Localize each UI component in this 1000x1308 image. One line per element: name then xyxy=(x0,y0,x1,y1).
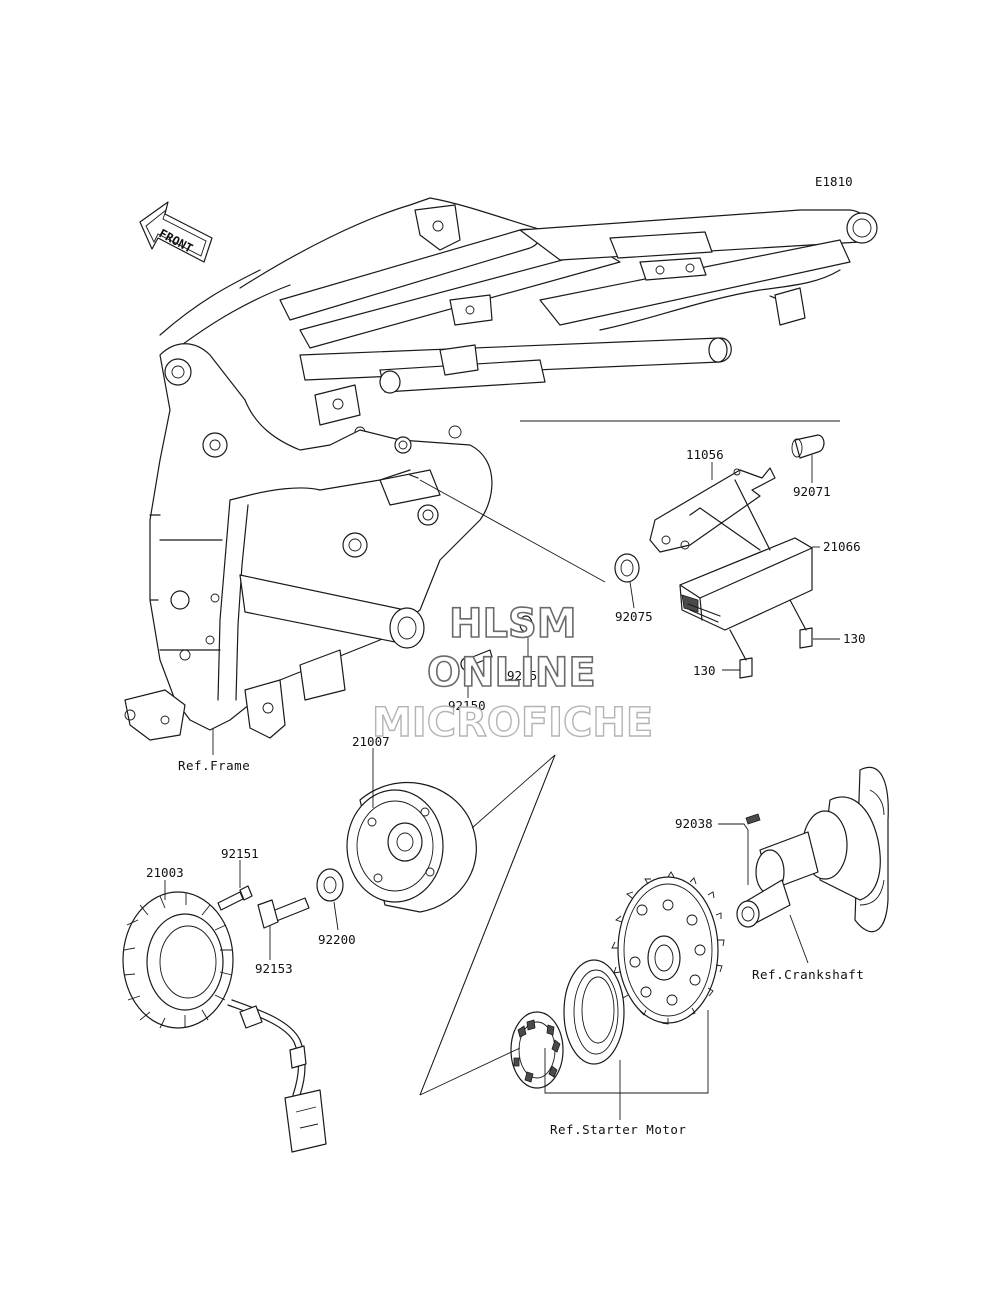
label-130-left: 130 xyxy=(693,663,716,678)
label-92152: 92152 xyxy=(507,668,545,683)
front-arrow-icon: FRONT xyxy=(139,201,213,263)
watermark-line2: ONLINE xyxy=(427,650,596,696)
ref-frame-label: Ref.Frame xyxy=(178,758,250,773)
label-92071: 92071 xyxy=(793,484,831,499)
leader-lines xyxy=(164,455,840,1120)
label-130-right: 130 xyxy=(843,631,866,646)
label-92153: 92153 xyxy=(255,961,293,976)
label-92075: 92075 xyxy=(615,609,653,624)
watermark-line3: MICROFICHE xyxy=(372,700,653,746)
crankshaft xyxy=(736,766,889,933)
bolt-92150 xyxy=(460,649,493,671)
label-11056: 11056 xyxy=(686,447,724,462)
stator xyxy=(122,891,327,1153)
collar-92152 xyxy=(519,615,533,633)
label-21066: 21066 xyxy=(823,539,861,554)
regulator-bracket xyxy=(649,467,776,553)
label-92150: 92150 xyxy=(448,698,486,713)
flywheel-rotor xyxy=(346,781,477,913)
label-92151: 92151 xyxy=(221,846,259,861)
label-21007: 21007 xyxy=(352,734,390,749)
diagram-code: E1810 xyxy=(815,174,853,189)
regulator-rectifier xyxy=(679,537,813,631)
motorcycle-frame xyxy=(124,197,878,741)
label-21003: 21003 xyxy=(146,865,184,880)
watermark-line1: HLSM xyxy=(449,601,577,647)
watermark: HLSM ONLINE MICROFICHE xyxy=(371,600,654,747)
ref-crankshaft-label: Ref.Crankshaft xyxy=(752,967,864,982)
ref-starter-motor-label: Ref.Starter Motor xyxy=(550,1122,686,1137)
one-way-clutch xyxy=(510,1011,564,1089)
bolt-92151 xyxy=(217,885,253,911)
clip-92071 xyxy=(791,434,825,459)
label-92200: 92200 xyxy=(318,932,356,947)
grommet-92075 xyxy=(614,553,640,583)
label-92038: 92038 xyxy=(675,816,713,831)
bolt-130-left xyxy=(729,629,753,679)
starter-gear xyxy=(611,871,725,1025)
key-92038 xyxy=(745,813,761,825)
bolt-92153 xyxy=(257,897,310,929)
starter-gear-plate xyxy=(563,959,625,1065)
washer-92200 xyxy=(316,868,344,902)
bolt-130-right xyxy=(789,599,813,649)
